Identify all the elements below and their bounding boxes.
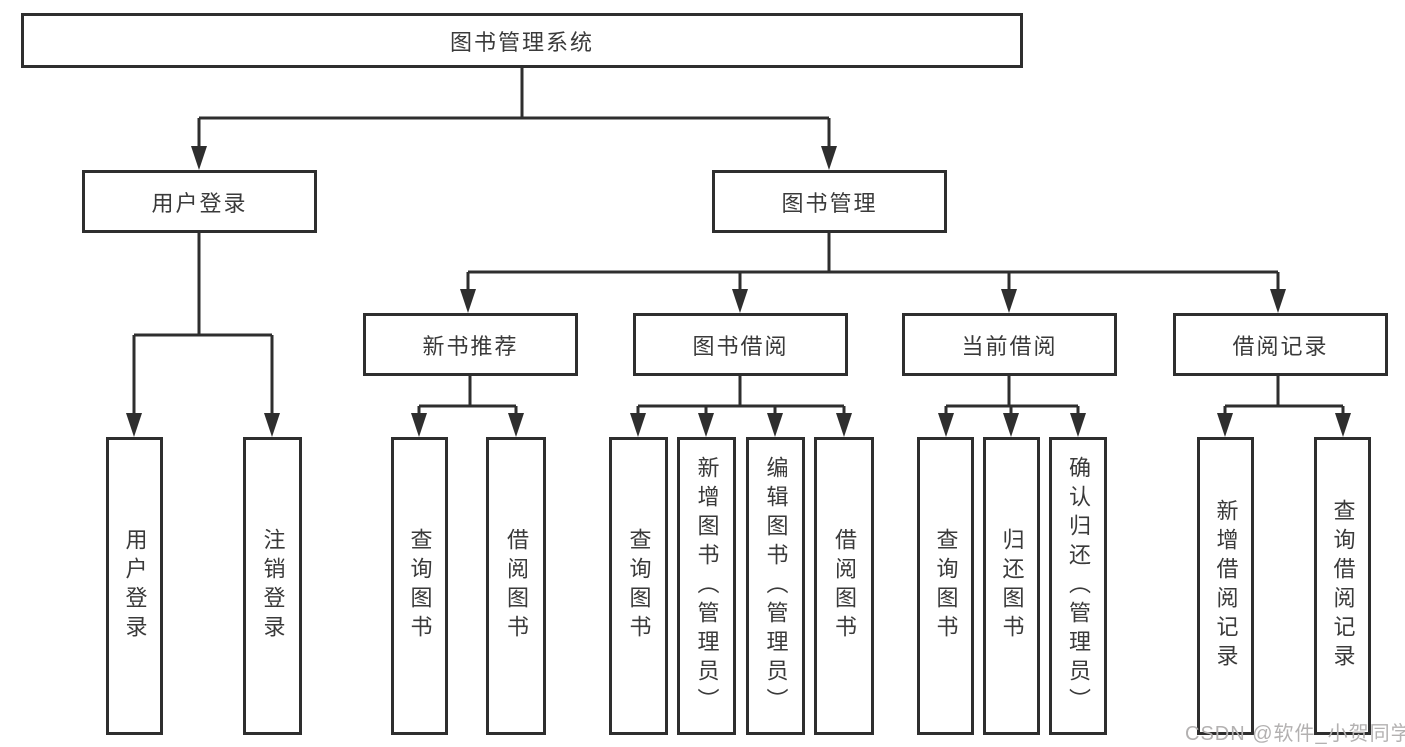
arrowhead — [732, 289, 748, 313]
connector-borrow-to-leaves — [630, 376, 852, 437]
leaf-logout: 注销登录 — [243, 437, 302, 735]
arrowhead — [508, 413, 524, 437]
connector-manage-to-level3 — [460, 233, 1286, 313]
leaf-borrow-edit-book-admin: 编辑图书（管理员） — [746, 437, 805, 735]
node-root-system: 图书管理系统 — [21, 13, 1023, 68]
leaf-records-add-record: 新增借阅记录 — [1197, 437, 1254, 735]
arrowhead — [630, 413, 646, 437]
node-current-borrow: 当前借阅 — [902, 313, 1117, 376]
node-user-login: 用户登录 — [82, 170, 317, 233]
leaf-user-login: 用户登录 — [106, 437, 163, 735]
arrowhead — [767, 413, 783, 437]
node-book-borrow: 图书借阅 — [633, 313, 848, 376]
arrowhead — [836, 413, 852, 437]
arrowhead — [821, 146, 837, 170]
leaf-current-return-book: 归还图书 — [983, 437, 1040, 735]
node-new-book-recommend: 新书推荐 — [363, 313, 578, 376]
arrowhead — [411, 413, 427, 437]
leaf-borrow-add-book-admin: 新增图书（管理员） — [677, 437, 736, 735]
connector-root-to-level2 — [191, 68, 837, 170]
node-borrow-records: 借阅记录 — [1173, 313, 1388, 376]
leaf-current-query-book: 查询图书 — [917, 437, 974, 735]
arrowhead — [698, 413, 714, 437]
connector-records-to-leaves — [1217, 376, 1351, 437]
connector-recommend-to-leaves — [411, 376, 524, 437]
arrowhead — [1070, 413, 1086, 437]
leaf-borrow-borrow-book: 借阅图书 — [814, 437, 874, 735]
csdn-watermark: CSDN @软件_小贺同学 — [1185, 723, 1405, 745]
arrowhead — [1001, 289, 1017, 313]
arrowhead — [191, 146, 207, 170]
arrowhead — [1270, 289, 1286, 313]
arrowhead — [126, 413, 142, 437]
arrowhead — [460, 289, 476, 313]
leaf-recommend-query-book: 查询图书 — [391, 437, 448, 735]
leaf-current-confirm-return-admin: 确认归还（管理员） — [1049, 437, 1107, 735]
leaf-recommend-borrow-book: 借阅图书 — [486, 437, 546, 735]
leaf-records-query-record: 查询借阅记录 — [1314, 437, 1371, 735]
arrowhead — [938, 413, 954, 437]
arrowhead — [1217, 413, 1233, 437]
node-book-management: 图书管理 — [712, 170, 947, 233]
leaf-borrow-query-book: 查询图书 — [609, 437, 668, 735]
arrowhead — [264, 413, 280, 437]
connector-current-to-leaves — [938, 376, 1086, 437]
arrowhead — [1335, 413, 1351, 437]
connector-login-to-leaves — [126, 233, 280, 437]
arrowhead — [1003, 413, 1019, 437]
